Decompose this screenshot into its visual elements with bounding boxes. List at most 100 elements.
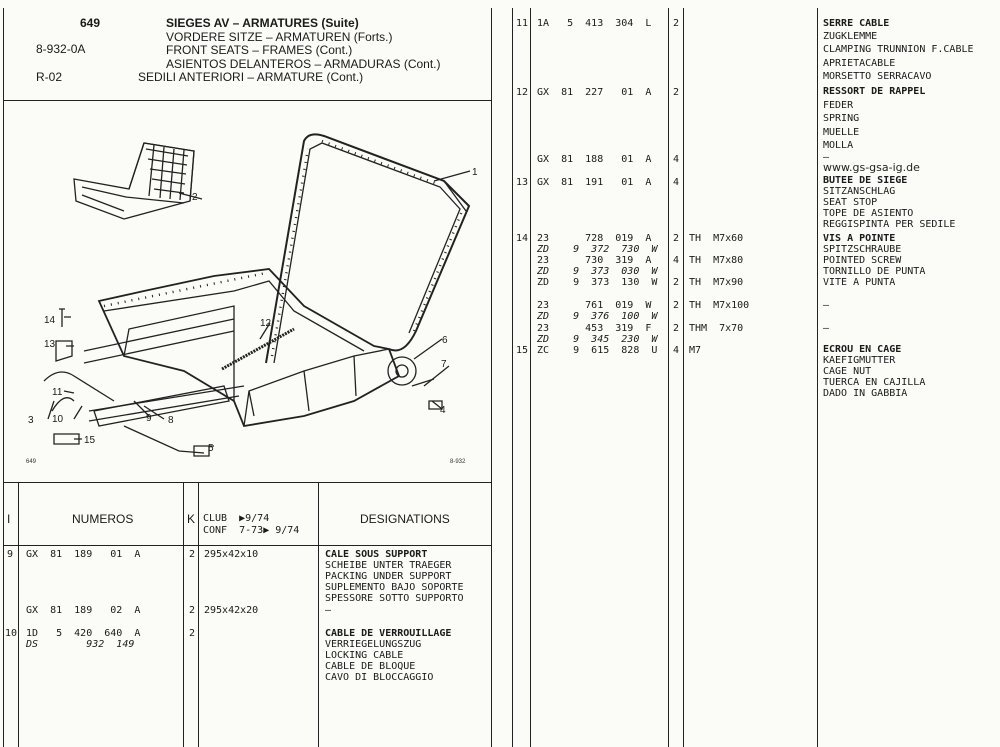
designation-en: POINTED SCREW <box>823 255 902 266</box>
title-it: SEDILI ANTERIORI – ARMATURE (Cont.) <box>138 70 364 84</box>
callout-5: 5 <box>208 443 214 454</box>
col-header-numbers: NUMEROS <box>72 512 134 526</box>
page-number: 649 <box>80 16 101 30</box>
callout-9: 9 <box>146 413 152 424</box>
row-index: 14 <box>516 233 529 244</box>
designation-es: CABLE DE BLOQUE <box>325 661 416 672</box>
callout-15: 15 <box>84 435 96 446</box>
designation-it: VITE A PUNTA <box>823 277 896 288</box>
row-model: TH M7x80 <box>689 255 744 266</box>
designation-es: TUERCA EN CAJILLA <box>823 377 926 388</box>
diagram-bottom <box>3 482 491 483</box>
designation-it: CAVO DI BLOCCAGGIO <box>325 672 434 683</box>
col-divider-index <box>18 482 19 747</box>
col-header-k: K <box>187 512 196 526</box>
callout-14: 14 <box>44 315 56 326</box>
row-k: 4 <box>673 255 680 266</box>
col-divider-k <box>198 482 199 747</box>
part-number: GX 81 188 01 A <box>537 154 652 165</box>
callout-12: 12 <box>260 318 272 329</box>
spring-12 <box>221 327 295 371</box>
part-number: 23 453 319 F <box>537 323 652 334</box>
callout-8: 8 <box>168 415 174 426</box>
callout-2: 2 <box>192 192 198 203</box>
part-number: GX 81 189 01 A <box>26 549 141 560</box>
title-es: ASIENTOS DELANTEROS – ARMADURAS (Cont.) <box>166 57 441 71</box>
designation-es: TORNILLO DE PUNTA <box>823 266 926 277</box>
designation-en: LOCKING CABLE <box>325 650 404 661</box>
designation-fr: RESSORT DE RAPPEL <box>823 86 926 97</box>
part-number: 23 761 019 W <box>537 300 652 311</box>
designation-fr: BUTEE DE SIEGE <box>823 175 908 186</box>
row-model: 295x42x20 <box>204 605 259 616</box>
designation-de: SPITZSCHRAUBE <box>823 244 902 255</box>
row-index: 11 <box>516 18 529 29</box>
row-k: 2 <box>673 300 680 311</box>
backrest-frame <box>265 133 471 364</box>
callout-7: 7 <box>441 359 447 370</box>
col-header-models-2: CONF 7-73▶ 9/74 <box>203 525 300 536</box>
designation-it: DADO IN GABBIA <box>823 388 908 399</box>
designation-es: SUPLEMENTO BAJO SOPORTE <box>325 582 464 593</box>
part-number: GX 81 191 01 A <box>537 177 652 188</box>
seat-thumbnail <box>73 142 195 220</box>
header-divider <box>3 100 491 101</box>
part-number: GX 81 227 01 A <box>537 87 652 98</box>
callout-4: 4 <box>440 405 446 416</box>
row-model: TH M7x100 <box>689 300 750 311</box>
row-k: 2 <box>673 277 680 288</box>
title-de: VORDERE SITZE – ARMATUREN (Forts.) <box>166 30 393 44</box>
designation-fr: CALE SOUS SUPPORT <box>325 549 428 560</box>
designation-dash: – <box>823 152 830 163</box>
designation-de: KAEFIGMUTTER <box>823 355 896 366</box>
designation-es: APRIETACABLE <box>823 58 896 69</box>
row-index: 13 <box>516 177 529 188</box>
designation-it: MOLLA <box>823 140 854 151</box>
callout-11: 11 <box>52 387 63 398</box>
r-col-k-right <box>683 8 684 747</box>
part-number: 23 730 319 A <box>537 255 652 266</box>
part-number: GX 81 189 02 A <box>26 605 141 616</box>
designation-de: VERRIEGELUNGSZUG <box>325 639 422 650</box>
part-number-alt: DS 932 149 <box>26 639 135 650</box>
callout-13: 13 <box>44 339 56 350</box>
row-index: 12 <box>516 87 529 98</box>
designation-en: SPRING <box>823 113 860 124</box>
callouts: 1 2 3 4 5 6 7 8 9 10 11 12 13 14 15 <box>28 167 478 454</box>
part-number: ZD 9 345 230 W <box>537 334 658 345</box>
designation-en: CLAMPING TRUNNION F.CABLE <box>823 44 974 55</box>
row-index: 10 <box>5 628 18 639</box>
designation-dash: – <box>823 300 830 311</box>
designation-en: CAGE NUT <box>823 366 872 377</box>
locking-cable <box>43 371 115 412</box>
row-k: 4 <box>673 154 680 165</box>
col-header-models-1: CLUB ▶9/74 <box>203 513 270 524</box>
row-model: TH M7x60 <box>689 233 744 244</box>
designation-en: SEAT STOP <box>823 197 878 208</box>
part-number: ZD 9 373 030 W <box>537 266 658 277</box>
designation-fr: SERRE CABLE <box>823 18 890 29</box>
diagram-footer-right: 8-932 <box>450 459 466 465</box>
col-divider-model <box>318 482 319 747</box>
left-edge <box>3 8 4 747</box>
col-header-designations: DESIGNATIONS <box>360 512 450 526</box>
row-index: 15 <box>516 345 529 356</box>
part-number: ZD 9 373 130 W <box>537 277 658 288</box>
row-k: 2 <box>189 549 196 560</box>
row-k: 4 <box>673 177 680 188</box>
designation-de: FEDER <box>823 100 854 111</box>
designation-fr: CABLE DE VERROUILLAGE <box>325 628 452 639</box>
exploded-diagram: 1 2 3 4 5 6 7 8 9 10 11 12 13 14 15 649 … <box>26 133 478 465</box>
designation-de: SCHEIBE UNTER TRAEGER <box>325 560 452 571</box>
title-fr: SIEGES AV – ARMATURES (Suite) <box>166 16 359 30</box>
r-col-index-left <box>512 8 513 747</box>
callout-3: 3 <box>28 415 34 426</box>
row-k: 4 <box>673 345 680 356</box>
designation-es: MUELLE <box>823 127 860 138</box>
row-model: 295x42x10 <box>204 549 259 560</box>
part-number: 1D 5 420 640 A <box>26 628 141 639</box>
row-k: 2 <box>673 18 680 29</box>
row-k: 2 <box>673 323 680 334</box>
seat-rails <box>83 318 245 422</box>
website-url: www.gs-gsa-ig.de <box>823 161 920 174</box>
